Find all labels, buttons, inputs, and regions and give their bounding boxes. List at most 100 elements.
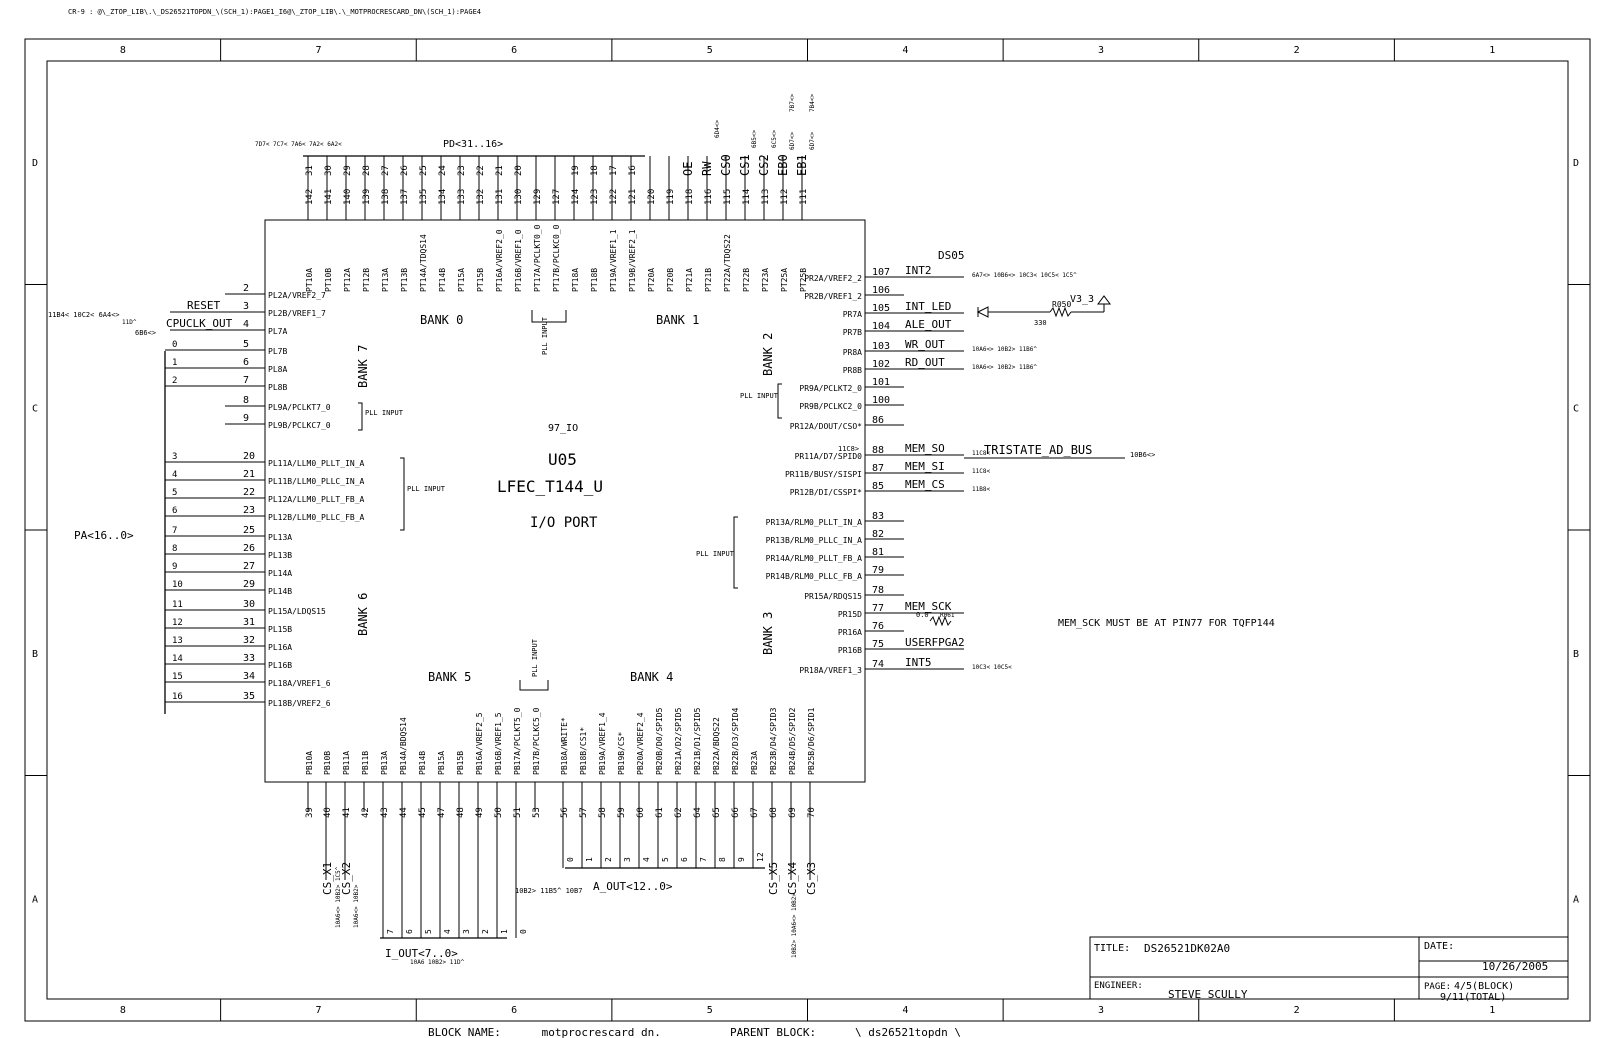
zone-col-top: 2 — [1294, 45, 1300, 56]
zone-row-left: C — [32, 403, 38, 414]
pa-bus-label: PA<16..0> — [74, 529, 134, 542]
left-pin-number: 25 — [243, 525, 255, 536]
bottom-pin-signal: CS_X5 — [767, 862, 780, 895]
sck-res-ref: R061 — [940, 612, 955, 619]
top-pin-number: 121 — [628, 189, 638, 205]
bottom-pin-signal: CS_X4 — [786, 862, 799, 895]
bank-2-label: BANK 2 — [761, 333, 775, 376]
top-pin-number: 140 — [343, 189, 353, 205]
chip-labels: 97_IO U05 LFEC_T144_U I/O PORT BANK 0 BA… — [356, 313, 775, 684]
block-name-label: BLOCK NAME: — [428, 1026, 501, 1038]
bank-5-label: BANK 5 — [428, 670, 471, 684]
left-pin-number: 32 — [243, 635, 255, 646]
left-pin-signal: 3 — [172, 452, 177, 462]
zone-row-right: C — [1573, 403, 1579, 414]
bottom-pin-number: 62 — [674, 807, 684, 818]
right-pin-number: 82 — [872, 529, 884, 540]
top-pin-number: 115 — [723, 189, 733, 205]
top-pin-signal: 20 — [514, 165, 524, 176]
left-pin-name: PL11A/LLM0_PLLT_IN_A — [268, 459, 365, 468]
zone-col-bottom: 6 — [511, 1005, 517, 1016]
tristate-refs: 10B6<> — [1130, 451, 1155, 459]
top-pin-number: 114 — [742, 189, 752, 205]
right-pin-number: 79 — [872, 565, 884, 576]
top-pin-name: PT18A — [571, 268, 580, 292]
bottom-pin-number: 58 — [598, 807, 608, 818]
bottom-pin-signal: 4 — [642, 857, 651, 862]
top-pin-number: 134 — [438, 189, 448, 205]
left-pin-number: 8 — [243, 395, 249, 406]
left-pin-signal: 8 — [172, 544, 177, 554]
eb1-refs: 6D7<> — [809, 132, 816, 150]
right-pin-number: 88 — [872, 445, 884, 456]
top-pin-number: 120 — [647, 189, 657, 205]
bottom-pin-signal: 3 — [623, 857, 632, 862]
res-val: 330 — [1034, 319, 1047, 327]
top-pin-name: PT14B — [438, 268, 447, 292]
right-pll-label-2: PLL INPUT — [696, 550, 735, 558]
top-pin-name: PT21B — [704, 268, 713, 292]
left-pin-name: PL2B/VREF1_7 — [268, 309, 326, 318]
top-pin-signal: 21 — [495, 165, 505, 176]
right-pin-name: PR14B/RLM0_PLLC_FB_A — [766, 572, 863, 581]
vcc-arrow — [1097, 295, 1111, 305]
bottom-pin-signal: 6 — [405, 929, 414, 934]
bottom-pin-name: PB23A — [750, 751, 759, 775]
zone-row-right: A — [1573, 894, 1579, 905]
top-pin-name: PT25B — [799, 268, 808, 292]
bottom-pin-number: 50 — [494, 807, 504, 818]
a-out-label: A_OUT<12..0> — [593, 880, 673, 893]
led-symbol — [976, 306, 989, 318]
led-ref: DS05 — [938, 249, 965, 262]
zone-col-bottom: 1 — [1489, 1005, 1495, 1016]
bottom-pin-number: 45 — [418, 807, 428, 818]
left-pin-name: PL7A — [268, 327, 287, 336]
right-pin-signal: INT5 — [905, 656, 932, 669]
bottom-pin-name: PB14B — [418, 751, 427, 775]
bottom-pin-name: PB21A/D2/SPID5 — [674, 707, 683, 775]
bottom-pin-number: 39 — [305, 807, 315, 818]
zone-col-bottom: 2 — [1294, 1005, 1300, 1016]
right-pin-refs: 11C8< — [972, 450, 990, 457]
left-pin-signal: 6 — [172, 506, 177, 516]
zone-row-left: A — [32, 894, 38, 905]
left-pin-number: 23 — [243, 505, 255, 516]
zone-col-top: 4 — [902, 45, 908, 56]
date-label: DATE: — [1424, 941, 1454, 952]
right-pin-number: 104 — [872, 321, 890, 332]
right-pin-number: 105 — [872, 303, 890, 314]
right-pin-number: 86 — [872, 415, 884, 426]
left-pin-name: PL12A/LLM0_PLLT_FB_A — [268, 495, 365, 504]
zone-row-right: D — [1573, 158, 1579, 169]
right-pin-signal: MEM_CS — [905, 478, 945, 491]
top-pin-signal: 30 — [324, 165, 334, 176]
bottom-pin-number: 41 — [342, 807, 352, 818]
left-pin-name: PL9A/PCLKT7_0 — [268, 403, 331, 412]
left-pin-name: PL12B/LLM0_PLLC_FB_A — [268, 513, 365, 522]
right-pin-name: PR2B/VREF1_2 — [804, 292, 862, 301]
bottom-pin-number: 65 — [712, 807, 722, 818]
right-pin-number: 85 — [872, 481, 884, 492]
right-pin-name: PR11B/BUSY/SISPI — [785, 470, 862, 479]
left-pin-signal: 1 — [172, 358, 177, 368]
top-pin-signal: CS2 — [757, 154, 771, 176]
left-pin-number: 4 — [243, 319, 249, 330]
right-pin-name: PR15A/RDQS15 — [804, 592, 862, 601]
right-pin-name: PR13A/RLM0_PLLT_IN_A — [766, 518, 863, 527]
left-pin-signal: 12 — [172, 618, 183, 628]
left-pll-bracket-1 — [358, 402, 363, 431]
top-pin-signal: 19 — [571, 165, 581, 176]
bottom-pin-number: 61 — [655, 807, 665, 818]
left-pin-number: 20 — [243, 451, 255, 462]
left-pin-number: 27 — [243, 561, 255, 572]
sck-note: MEM_SCK MUST BE AT PIN77 FOR TQFP144 — [1058, 618, 1275, 629]
right-pin-signal: INT_LED — [905, 300, 951, 313]
right-pin-signal: INT2 — [905, 264, 932, 277]
right-pin-name: PR9A/PCLKT2_0 — [799, 384, 862, 393]
left-pin-name: PL7B — [268, 347, 287, 356]
bottom-pin-number: 40 — [323, 807, 333, 818]
bottom-pin-number: 42 — [361, 807, 371, 818]
zone-col-top: 8 — [120, 45, 126, 56]
bottom-pin-signal: 7 — [386, 929, 395, 934]
